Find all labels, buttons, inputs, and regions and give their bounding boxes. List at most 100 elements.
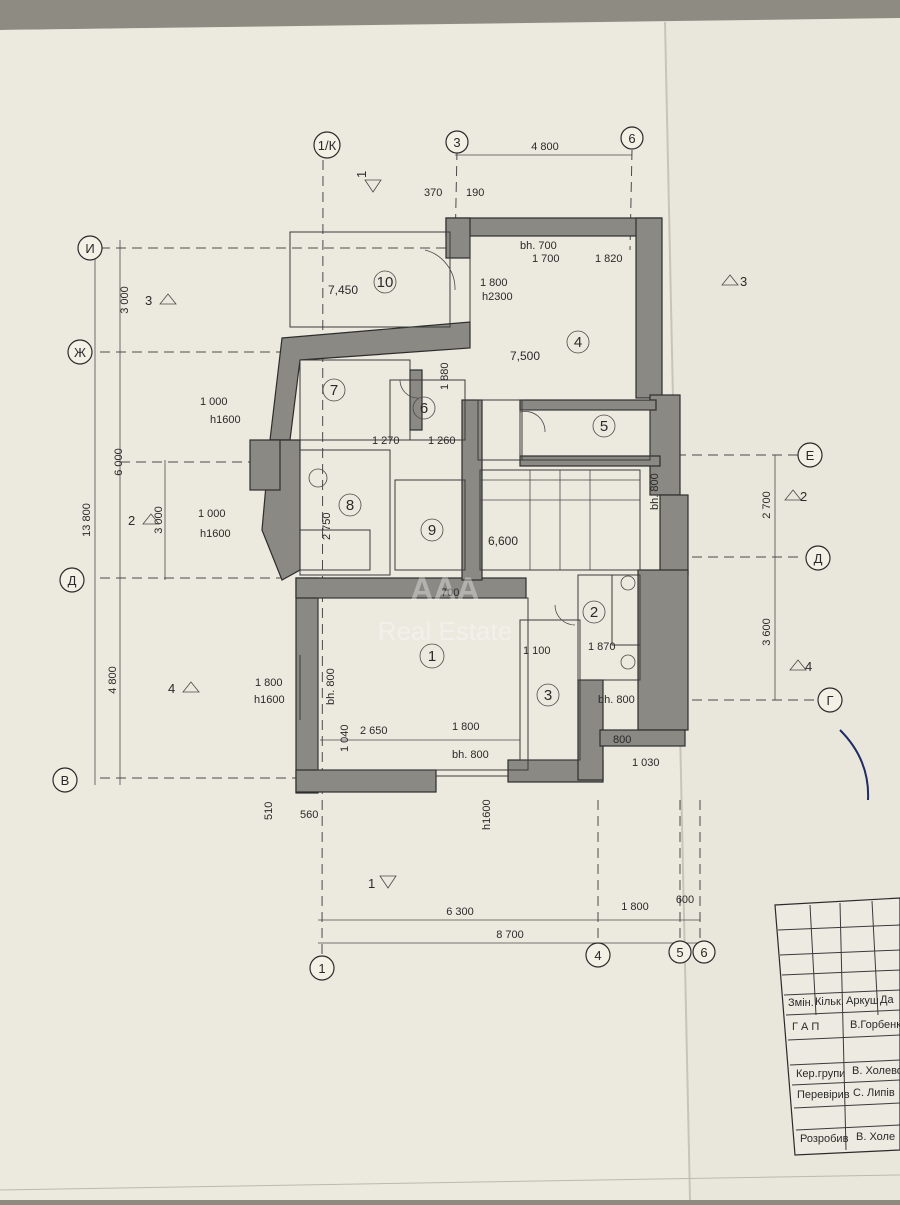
dim-left-3000: 3 000 xyxy=(119,286,131,314)
axis-label-left-i: И xyxy=(85,241,94,256)
window-mark-h1600-1: h1600 xyxy=(210,414,241,426)
section-1-bottom: 1 xyxy=(368,876,375,891)
room-number-5: 5 xyxy=(600,418,608,435)
misc-dim-10: 1 870 xyxy=(588,641,616,653)
title-role-gap: Г А П xyxy=(792,1021,819,1033)
room-area-hall: 6,600 xyxy=(488,534,518,548)
axis-label-bottom-6: 6 xyxy=(700,945,707,960)
axis-label-bottom-4: 4 xyxy=(594,948,601,963)
section-3-left: 3 xyxy=(145,293,152,308)
misc-dim-19: 370 xyxy=(424,187,442,199)
misc-dim-23: h2300 xyxy=(482,291,513,303)
window-mark-h1600-2: h1600 xyxy=(200,528,231,540)
axis-markers: 1/К 3 6 И Ж Д В Е Д Г 1 4 5 6 xyxy=(52,126,843,981)
section-2-left: 2 xyxy=(128,513,135,528)
interior-lines xyxy=(289,231,651,777)
dimension-lines xyxy=(94,154,776,944)
room-number-6: 6 xyxy=(420,400,428,417)
title-block: Змін. Кільк. Аркуш Да Г А П В.Горбенко К… xyxy=(774,897,900,1156)
section-1-top: 1 xyxy=(354,171,369,178)
window-mark-h1600-4: h1600 xyxy=(481,799,493,830)
title-role-author: Розробив xyxy=(800,1133,849,1145)
misc-dim-8: 1 700 xyxy=(532,253,560,265)
axis-label-right-g: Г xyxy=(826,693,833,708)
misc-dim-16: 1 040 xyxy=(339,724,351,752)
misc-dim-6: 1 270 xyxy=(372,435,400,447)
building-walls xyxy=(249,217,689,794)
watermark-text: Real Estate xyxy=(378,616,512,646)
title-header-qty: Кільк. xyxy=(815,996,844,1008)
dim-left-4800: 4 800 xyxy=(107,666,119,694)
title-role-checked: Перевірив xyxy=(797,1089,850,1101)
misc-dim-1: 1 000 xyxy=(200,396,228,408)
misc-dim-22: 560 xyxy=(300,809,318,821)
axis-label-top-6: 6 xyxy=(628,131,635,146)
room-number-7: 7 xyxy=(330,382,338,399)
room-number-9: 9 xyxy=(428,522,436,539)
window-mark-4: bh. 800 xyxy=(325,668,337,705)
watermark: AAA Real Estate xyxy=(378,571,512,646)
window-mark-2: bh. 800 xyxy=(452,749,489,761)
axis-label-top-3: 3 xyxy=(453,135,460,150)
section-3-right: 3 xyxy=(740,274,747,289)
dim-bottom-600: 600 xyxy=(676,894,694,906)
title-header-changes: Змін. xyxy=(788,997,814,1009)
axis-label-right-d: Д xyxy=(814,551,823,566)
room-area-4: 7,500 xyxy=(510,349,540,363)
room-number-1: 1 xyxy=(428,648,436,665)
room-number-10: 10 xyxy=(377,274,394,291)
room-number-8: 8 xyxy=(346,497,354,514)
dim-overall-vertical: 13 800 xyxy=(81,503,93,537)
misc-dim-20: 190 xyxy=(466,187,484,199)
title-role-head: Кер.групи xyxy=(796,1068,845,1080)
section-4-right: 4 xyxy=(805,659,812,674)
axis-label-left-zh: Ж xyxy=(74,345,86,360)
axis-label-bottom-1: 1 xyxy=(318,961,325,976)
misc-dim-15: 1 880 xyxy=(439,362,451,390)
misc-dim-21: 510 xyxy=(263,802,275,820)
window-mark-h1600-3: h1600 xyxy=(254,694,285,706)
window-mark-1: bh. 700 xyxy=(520,240,557,252)
misc-dim-2: 1 000 xyxy=(198,508,226,520)
misc-dim-18: 700 xyxy=(441,587,459,599)
misc-dim-9: 1 820 xyxy=(595,253,623,265)
axis-label-right-e: Е xyxy=(806,448,815,463)
misc-dim-14: 2 750 xyxy=(321,512,333,540)
axis-label-bottom-5: 5 xyxy=(676,945,683,960)
title-name-head: В. Холево xyxy=(852,1065,900,1077)
section-2-right: 2 xyxy=(800,489,807,504)
axis-label-left-v: В xyxy=(61,773,70,788)
misc-dim-13: 2 650 xyxy=(360,725,388,737)
title-name-author: В. Холе xyxy=(856,1131,895,1143)
axis-label-left-d: Д xyxy=(68,573,77,588)
dim-left-3000b: 3 000 xyxy=(153,506,165,534)
room-labels: 10 7,450 4 7,500 7 6 5 8 9 6,600 1 2 3 xyxy=(322,270,616,707)
dim-bottom-1800: 1 800 xyxy=(621,901,649,913)
axis-label-top-1k: 1/К xyxy=(318,138,337,153)
room-number-2: 2 xyxy=(590,604,598,621)
misc-dim-7: 1 260 xyxy=(428,435,456,447)
misc-dim-4: 1 800 xyxy=(452,721,480,733)
title-name-gap: В.Горбенко xyxy=(850,1019,900,1031)
window-mark-5: bh. 800 xyxy=(649,473,661,510)
title-header-sheet: Аркуш xyxy=(846,995,879,1007)
room-number-4: 4 xyxy=(574,334,582,351)
dimension-texts: 13 800 3 000 6 000 4 800 3 000 4 800 6 3… xyxy=(81,141,773,941)
title-header-date: Да xyxy=(880,994,894,1006)
misc-dimension-labels: 1 000 1 000 1 800 1 800 1 800 1 270 1 26… xyxy=(198,187,660,821)
watermark-logo: AAA xyxy=(410,571,479,607)
misc-dim-12: 1 030 xyxy=(632,757,660,769)
misc-dim-17: 800 xyxy=(613,734,631,746)
dim-bottom-8700: 8 700 xyxy=(496,929,524,941)
dim-right-3600: 3 600 xyxy=(761,618,773,646)
window-mark-3: bh. 800 xyxy=(598,694,635,706)
dim-right-2700: 2 700 xyxy=(761,491,773,519)
dim-left-6000: 6 000 xyxy=(113,448,125,476)
room-number-3: 3 xyxy=(544,687,552,704)
title-name-checked: С. Липів xyxy=(853,1087,895,1099)
section-markers: 3 2 4 1 3 2 4 1 xyxy=(128,171,812,891)
misc-dim-11: 1 100 xyxy=(523,645,551,657)
dim-top-4800: 4 800 xyxy=(531,141,559,153)
